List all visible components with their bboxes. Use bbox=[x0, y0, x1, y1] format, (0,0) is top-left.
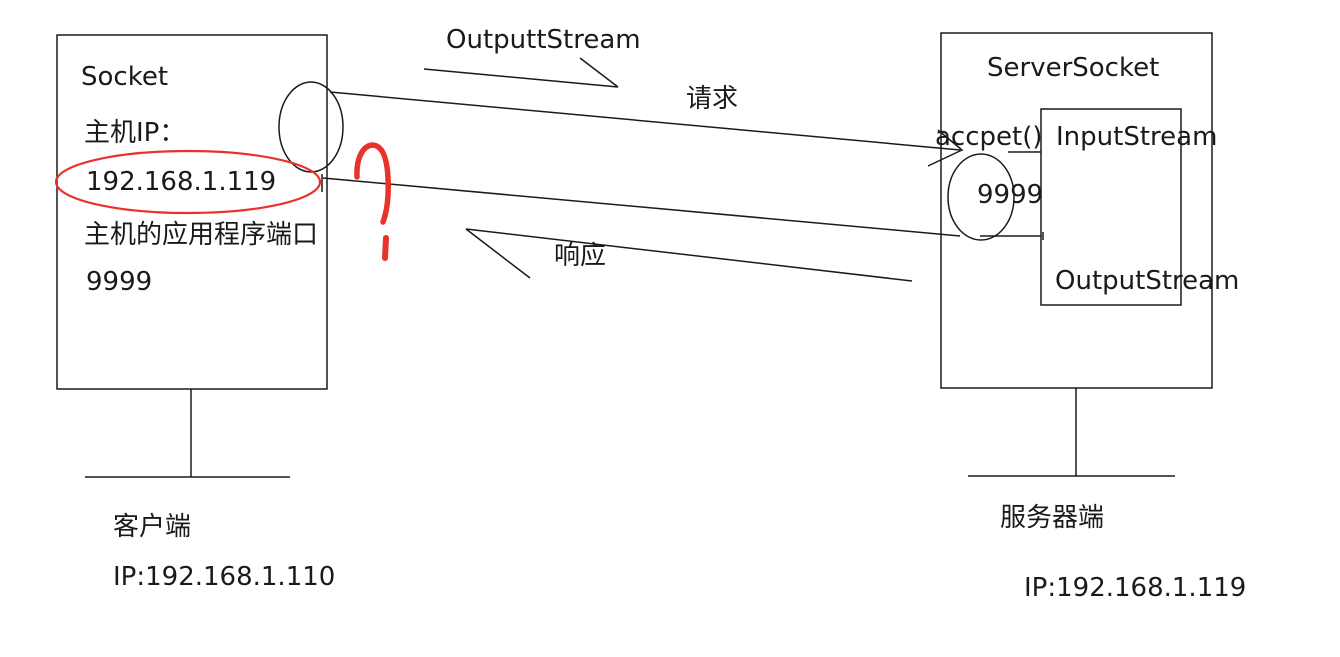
question-mark-dot bbox=[382, 235, 389, 261]
client-host-ip-label: 主机IP： bbox=[84, 118, 186, 148]
server-caption: 服务器端 bbox=[1000, 503, 1105, 533]
server-input-stream: InputStream bbox=[1056, 122, 1218, 152]
client-ip: IP:192.168.1.110 bbox=[113, 562, 336, 592]
client-box bbox=[56, 34, 328, 390]
client-port-label: 主机的应用程序端口 bbox=[84, 220, 319, 250]
client-socket-ellipse bbox=[278, 81, 344, 173]
output-arrow-shaft bbox=[423, 68, 619, 88]
response-arrow-barb bbox=[465, 228, 531, 279]
question-mark-stroke bbox=[354, 142, 391, 225]
client-caption: 客户端 bbox=[113, 512, 192, 542]
highlight-ip-ellipse bbox=[54, 149, 322, 215]
request-arrowhead bbox=[927, 129, 964, 167]
server-output-stream: OutputStream bbox=[1055, 266, 1240, 296]
server-port-value: 9999 bbox=[977, 180, 1044, 210]
server-ip: IP:192.168.1.119 bbox=[1024, 573, 1247, 603]
response-line bbox=[322, 177, 961, 237]
client-port-value: 9999 bbox=[86, 267, 153, 297]
output-stream-label: OutputtStream bbox=[446, 25, 641, 55]
server-box bbox=[940, 32, 1213, 389]
output-arrow-barb bbox=[579, 57, 619, 88]
stream-box bbox=[1040, 108, 1182, 306]
response-arrow-shaft bbox=[465, 228, 913, 282]
client-title: Socket bbox=[81, 62, 169, 92]
client-host-ip-value: 192.168.1.119 bbox=[86, 167, 277, 197]
response-label: 响应 bbox=[554, 241, 607, 271]
request-label: 请求 bbox=[686, 84, 739, 114]
server-title: ServerSocket bbox=[987, 53, 1160, 83]
request-line bbox=[329, 91, 961, 151]
server-accept-label: accpet() bbox=[935, 122, 1043, 152]
server-port-ellipse bbox=[947, 153, 1015, 241]
